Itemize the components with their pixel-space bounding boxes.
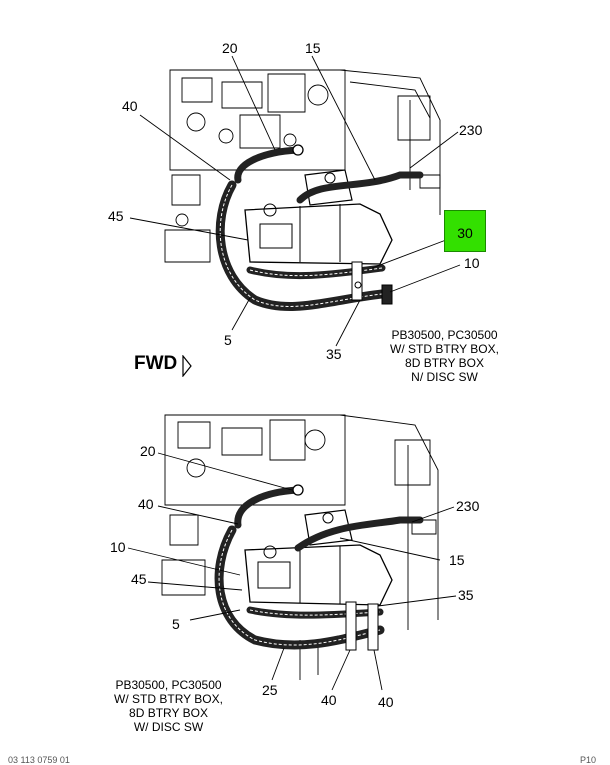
bottom-callout-10: 10 — [110, 539, 126, 555]
bottom-callout-40: 40 — [138, 496, 154, 512]
bottom-callout-35: 35 — [458, 587, 474, 603]
bottom-starter-motor — [244, 509, 393, 606]
top-terminal — [381, 284, 393, 305]
bottom-view-note: PB30500, PC30500 W/ STD BTRY BOX, 8D BTR… — [114, 678, 223, 734]
top-callout-15: 15 — [305, 40, 321, 56]
bottom-callout-230: 230 — [456, 498, 480, 514]
top-view-note: PB30500, PC30500 W/ STD BTRY BOX, 8D BTR… — [390, 328, 499, 384]
forward-arrow-icon — [182, 355, 192, 377]
bottom-callout-45: 45 — [131, 571, 147, 587]
bottom-leader-lines — [127, 452, 457, 691]
bottom-callout-40-right: 40 — [378, 694, 394, 710]
top-callout-5: 5 — [224, 332, 232, 348]
bottom-callout-20: 20 — [140, 443, 156, 459]
top-engine-block — [164, 69, 441, 263]
top-callout-45: 45 — [108, 208, 124, 224]
footer-page-code: P10 — [580, 755, 597, 765]
highlighted-callout-30[interactable]: 30 — [444, 210, 486, 252]
top-clamp — [351, 261, 363, 301]
bottom-engine-block — [161, 414, 439, 680]
top-callout-230: 230 — [459, 122, 483, 138]
top-callout-40: 40 — [122, 98, 138, 114]
top-callout-10: 10 — [464, 255, 480, 271]
bottom-callout-25: 25 — [262, 682, 278, 698]
bottom-clamp-b — [367, 603, 379, 651]
highlighted-callout-label: 30 — [457, 225, 473, 241]
bottom-callout-40-left: 40 — [321, 692, 337, 708]
fwd-label: FWD — [134, 353, 178, 374]
bottom-callout-15: 15 — [449, 552, 465, 568]
bottom-callout-5: 5 — [172, 616, 180, 632]
bottom-clamp-a — [345, 601, 357, 651]
top-starter-motor — [244, 169, 393, 265]
top-callout-20: 20 — [222, 40, 238, 56]
top-callout-35: 35 — [326, 346, 342, 362]
footer-drawing-number: 03 113 0759 01 — [8, 755, 70, 765]
top-leader-lines — [129, 55, 461, 347]
